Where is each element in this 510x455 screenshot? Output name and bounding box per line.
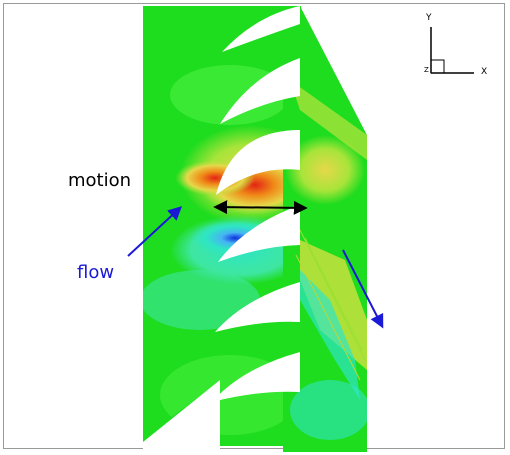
axis-origin-box — [430, 59, 445, 74]
blade-2 — [220, 58, 300, 124]
stator-blades — [212, 6, 300, 402]
flow-label: flow — [77, 262, 115, 283]
blade-1 — [222, 6, 300, 52]
blade-5 — [215, 282, 300, 332]
flow-inlet-arrow — [127, 206, 183, 257]
blade-4 — [218, 205, 300, 262]
motion-arrow — [213, 200, 308, 215]
axis-z-label: Z — [424, 66, 429, 74]
motion-label: motion — [68, 170, 132, 191]
axis-x-label: X — [481, 67, 488, 77]
blade-3 — [216, 130, 300, 195]
axis-y-label: Y — [426, 13, 432, 23]
stator-lower-boundary — [143, 380, 220, 452]
blade-6 — [212, 352, 300, 402]
axis-triad — [430, 27, 474, 74]
flow-outlet-arrow — [342, 249, 384, 329]
rotor-upper-boundary — [300, 4, 373, 135]
figure-frame — [3, 3, 505, 449]
